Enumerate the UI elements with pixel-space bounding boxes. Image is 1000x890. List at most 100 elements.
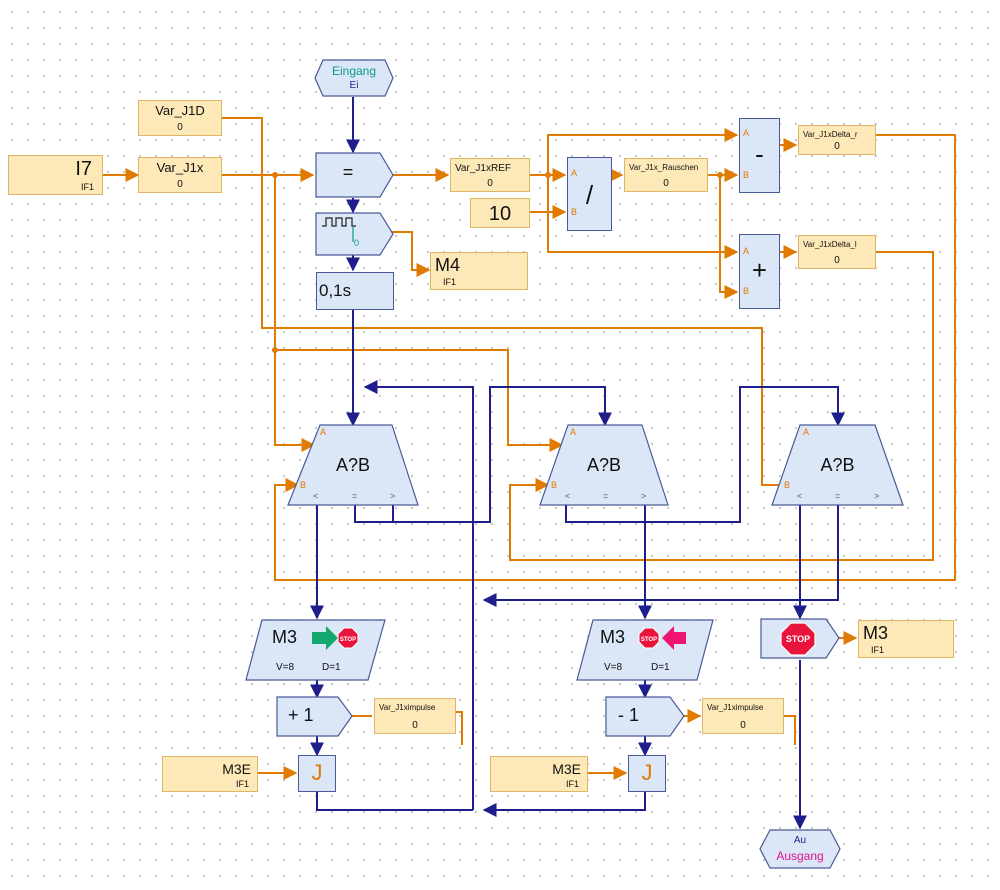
var-j1ximpulse-right-name: Var_J1ximpulse	[707, 703, 764, 712]
m3-left-name[interactable]: M3	[272, 627, 298, 647]
var-j1x-rauschen-name: Var_J1x_Rauschen	[629, 163, 699, 172]
input-i7-label: I7	[75, 158, 92, 180]
output-m3-motor-name: M3	[863, 623, 889, 643]
junction-dot	[717, 172, 723, 178]
input-m3e-left-block[interactable]: M3E IF1	[162, 756, 258, 792]
eingang-sub: Ei	[349, 80, 359, 91]
ausgang-sub: Au	[793, 835, 807, 846]
divide-symbol: /	[585, 180, 594, 210]
comparator-3-port-b: B	[784, 480, 791, 490]
pulse-shape	[315, 212, 394, 256]
wire-delta-l-to-cmp2-b	[509, 251, 934, 561]
var-j1xdelta-l-name: Var_J1xDelta_l	[803, 240, 857, 249]
wire-delta-r-to-cmp1-b	[274, 134, 956, 581]
comparator-3-port-a: A	[803, 427, 810, 437]
ausgang-title: Ausgang	[776, 849, 824, 863]
assign-shape	[315, 152, 394, 198]
m3-left-shape	[245, 619, 386, 681]
const-ten-value: 10	[488, 203, 512, 225]
dec-label[interactable]: - 1	[618, 705, 640, 725]
m3-right-name[interactable]: M3	[600, 627, 626, 647]
output-m4-name: M4	[435, 255, 461, 275]
var-j1x-block[interactable]: Var_J1x 0	[138, 157, 222, 193]
var-j1x-rauschen-value: 0	[663, 178, 669, 189]
join-left-label: J	[311, 760, 323, 785]
wait-block[interactable]: 0,1s	[316, 272, 394, 310]
input-m3e-left-name: M3E	[222, 761, 251, 777]
flow-j-left-return	[316, 792, 473, 811]
stop-sign-text: STOP	[786, 634, 810, 644]
ausgang-hexagon	[759, 829, 841, 869]
minus-block[interactable]: -	[739, 118, 780, 193]
eingang-title: Eingang	[331, 64, 377, 78]
input-m3e-right-name: M3E	[552, 761, 581, 777]
stop-sign-text: STOP	[641, 637, 657, 643]
inc-label[interactable]: + 1	[288, 705, 314, 725]
input-i7-iface: IF1	[80, 182, 94, 192]
plus-port-b: B	[743, 286, 750, 296]
var-j1d-block[interactable]: Var_J1D 0	[138, 100, 222, 136]
divide-port-a: A	[571, 168, 578, 178]
var-j1d-name: Var_J1D	[155, 103, 205, 118]
comparator-1-label[interactable]: A?B	[335, 455, 371, 475]
arrow-left-icon	[662, 626, 686, 650]
wire-imp-r-stub	[784, 715, 796, 745]
comparator-2-label[interactable]: A?B	[586, 455, 622, 475]
wire-ref-to-minus-a	[547, 128, 739, 175]
input-i7-block[interactable]: I7 IF1	[8, 155, 103, 195]
join-right-label: J	[641, 760, 653, 785]
flow-cmp1-eq-gt	[354, 505, 394, 523]
var-j1xdelta-l-value: 0	[834, 255, 840, 266]
divide-block[interactable]: /	[567, 157, 612, 231]
output-m4-block[interactable]: M4 IF1	[430, 252, 528, 290]
comparator-1-eq: =	[352, 491, 358, 501]
var-j1x-rauschen-block[interactable]: Var_J1x_Rauschen 0	[624, 158, 708, 192]
m3-right-speed: V=8	[604, 662, 623, 673]
wire-rausch-to-plus-b	[719, 175, 739, 299]
var-j1ximpulse-left-name: Var_J1ximpulse	[379, 703, 436, 712]
pulse-icon	[322, 217, 356, 242]
comparator-1-gt: >	[390, 491, 396, 501]
flow-cmp2-eq-gt	[565, 505, 646, 523]
var-j1d-value: 0	[177, 122, 183, 133]
comparator-2-shape	[539, 424, 669, 506]
divide-port-b: B	[571, 207, 578, 217]
assign-symbol[interactable]: =	[342, 162, 354, 182]
comparator-2-lt: <	[565, 491, 571, 501]
flow-cmp3-eq-gt	[482, 505, 839, 607]
var-j1xref-block[interactable]: Var_J1xREF 0	[450, 158, 530, 192]
join-right-block[interactable]: J	[628, 755, 666, 792]
plus-block[interactable]: +	[739, 234, 780, 309]
pulse-value: 0	[354, 238, 360, 248]
m3-right-dist: D=1	[651, 662, 670, 673]
plus-port-a: A	[743, 246, 750, 256]
input-m3e-right-iface: IF1	[565, 779, 579, 789]
const-ten-block[interactable]: 10	[470, 198, 530, 228]
var-j1ximpulse-right-value: 0	[740, 720, 746, 731]
arrow-right-icon	[312, 626, 338, 650]
m3-left-dist: D=1	[322, 662, 341, 673]
flow-cmp2-to-cmp3	[645, 386, 845, 523]
plus-symbol: +	[751, 255, 768, 285]
comparator-1-shape	[287, 424, 419, 506]
comparator-1-port-a: A	[320, 427, 327, 437]
var-j1xdelta-l-block[interactable]: Var_J1xDelta_l 0	[798, 235, 876, 269]
stop-sign-icon: STOP	[638, 627, 660, 649]
var-j1xdelta-r-name: Var_J1xDelta_r	[803, 130, 858, 139]
comparator-3-shape	[771, 424, 904, 506]
join-left-block[interactable]: J	[298, 755, 336, 792]
var-j1xdelta-r-block[interactable]: Var_J1xDelta_r 0	[798, 125, 876, 155]
wire-j1d-to-cmp3-a	[222, 117, 797, 492]
comparator-1-lt: <	[313, 491, 319, 501]
var-j1ximpulse-right-block[interactable]: Var_J1ximpulse 0	[702, 698, 784, 734]
comparator-3-label[interactable]: A?B	[820, 455, 855, 475]
comparator-2-gt: >	[641, 491, 647, 501]
var-j1xdelta-r-value: 0	[834, 141, 840, 152]
input-m3e-right-block[interactable]: M3E IF1	[490, 756, 588, 792]
var-j1xref-name: Var_J1xREF	[455, 163, 511, 174]
eingang-hexagon	[314, 59, 394, 97]
output-m3-motor-block[interactable]: M3 IF1	[858, 620, 954, 658]
output-m4-iface: IF1	[443, 277, 457, 287]
wire-j1x-to-cmp2-a	[274, 175, 564, 452]
var-j1ximpulse-left-block[interactable]: Var_J1ximpulse 0	[374, 698, 456, 734]
